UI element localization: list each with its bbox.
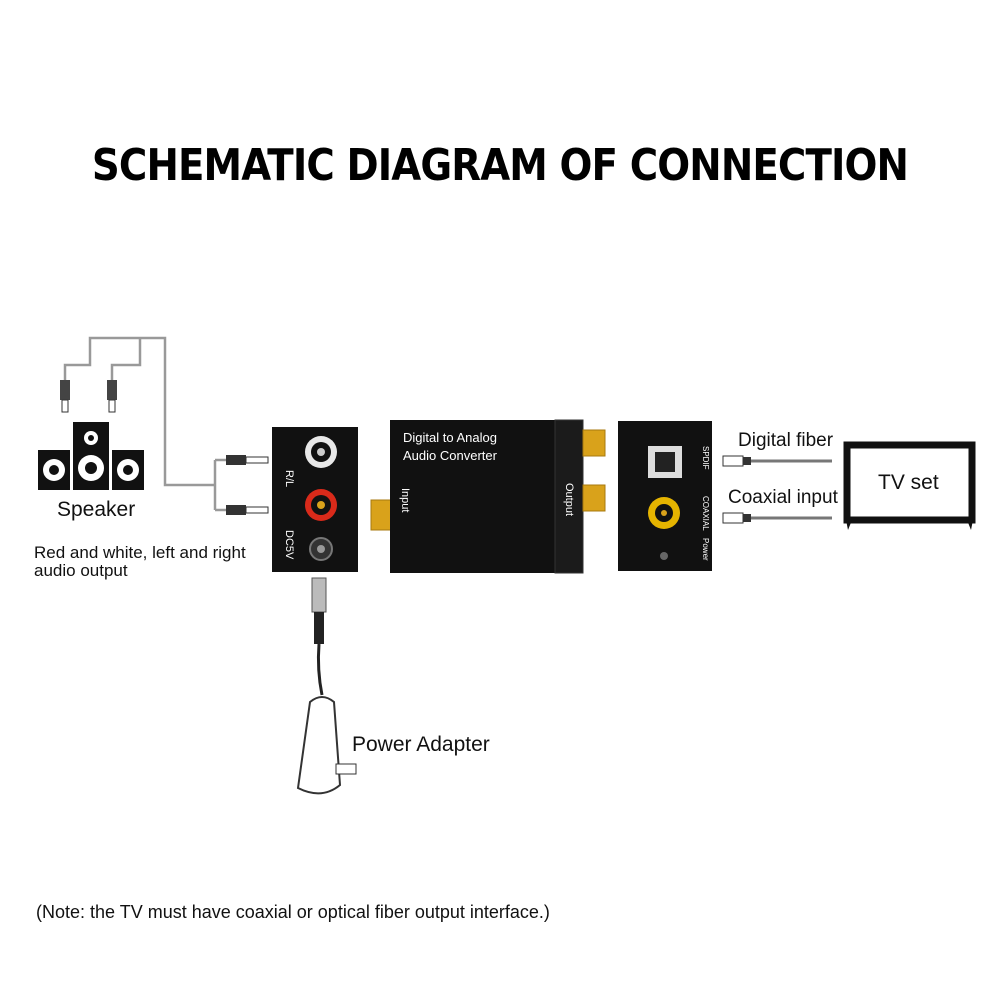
output-connector-top <box>582 429 606 457</box>
output-label: Output <box>563 483 575 516</box>
digital-fiber-label: Digital fiber <box>738 430 834 451</box>
coaxial-port <box>648 497 680 529</box>
speaker-label: Speaker <box>57 498 136 521</box>
optical-port <box>648 446 682 478</box>
converter-line1: Digital to Analog <box>403 430 497 445</box>
power-label: Power <box>701 538 710 561</box>
dc-jack <box>309 537 333 561</box>
output-connector-bottom <box>582 484 606 512</box>
speaker-system <box>38 422 144 490</box>
tv-label: TV set <box>878 471 939 494</box>
dc-label: DC5V <box>283 530 295 560</box>
speaker-plug-right <box>107 380 117 413</box>
rca-plug-red <box>226 505 269 515</box>
rca-plug-white <box>226 455 269 465</box>
converter-box: Digital to Analog Audio Converter Input … <box>370 419 606 574</box>
power-led <box>660 552 668 560</box>
footnote: (Note: the TV must have coaxial or optic… <box>36 902 550 922</box>
diagram-title: SCHEMATIC DIAGRAM OF CONNECTION <box>91 140 909 191</box>
output-note-line2: audio output <box>34 561 128 580</box>
rca-jack-white <box>305 436 337 468</box>
speaker-cable-left <box>63 336 215 487</box>
power-adapter-label: Power Adapter <box>352 733 490 756</box>
coaxial-cable <box>722 512 832 524</box>
converter-right-panel: SPDIF COAXIAL Power <box>618 421 712 571</box>
speaker-cable-right <box>110 338 142 385</box>
converter-line2: Audio Converter <box>403 448 498 463</box>
speaker-cables <box>63 336 228 512</box>
output-note-line1: Red and white, left and right <box>34 543 246 562</box>
input-label: Input <box>399 488 411 512</box>
fiber-cable <box>722 455 832 467</box>
coaxial-label: COAXIAL <box>701 496 710 531</box>
rl-label: R/L <box>283 470 295 487</box>
tv-set <box>843 441 976 530</box>
coaxial-input-label: Coaxial input <box>728 487 838 508</box>
speaker-plug-left <box>60 380 70 413</box>
converter-left-panel: R/L DC5V <box>272 427 358 572</box>
rca-jack-red <box>305 489 337 521</box>
optical-label: SPDIF <box>701 446 710 470</box>
power-adapter <box>296 577 357 795</box>
input-connector <box>370 499 394 531</box>
